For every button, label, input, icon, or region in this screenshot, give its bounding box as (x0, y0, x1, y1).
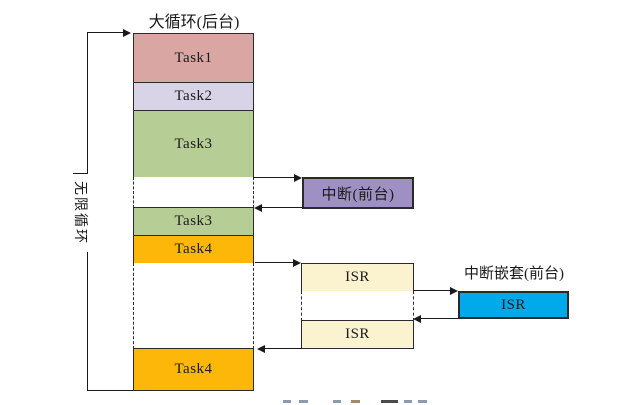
isr-box-2: ISR (301, 320, 414, 349)
task3-resume-box: Task3 (133, 207, 254, 236)
loop-line-top (87, 32, 123, 33)
nested-isr-box: ISR (458, 291, 569, 319)
clipped-caption-fragment (404, 400, 412, 403)
nested-interrupt-title: 中断嵌套(前台) (464, 266, 564, 282)
isr-nesting-gap-dashed (301, 291, 414, 321)
arrow-isr-to-nested-isr (414, 290, 452, 291)
infinite-loop-label: 无限循环 (66, 175, 96, 251)
clipped-caption-fragment (381, 400, 398, 403)
arrow-task3-to-interrupt (254, 177, 296, 178)
clipped-caption-fragment (418, 400, 427, 403)
loop-label-tick-top (73, 173, 88, 174)
isr-gap-dashed (133, 263, 254, 349)
interrupt-gap-dashed (133, 177, 254, 208)
task3-box: Task3 (133, 110, 254, 178)
task4-box: Task4 (133, 235, 254, 264)
arrowhead-right-icon (450, 287, 458, 295)
clipped-caption-fragment (351, 400, 360, 403)
arrowhead-right-icon (294, 174, 302, 182)
loop-line-lower-segment (87, 252, 88, 391)
task2-box: Task2 (133, 82, 254, 111)
arrowhead-right-icon (293, 259, 301, 267)
loop-arrowhead-icon (123, 29, 131, 37)
clipped-caption-fragment (299, 400, 308, 403)
isr-box-1: ISR (301, 263, 414, 292)
loop-line-upper-segment (87, 32, 88, 174)
arrow-task4-to-isr (255, 262, 295, 263)
arrowhead-left-icon (413, 315, 421, 323)
loop-line-bottom (87, 390, 134, 391)
interrupt-foreground-box: 中断(前台) (302, 177, 414, 209)
background-loop-title: 大循环(后台) (148, 14, 240, 31)
clipped-caption-fragment (283, 400, 291, 403)
task4-resume-box: Task4 (133, 348, 254, 391)
arrow-interrupt-return (258, 207, 303, 208)
arrowhead-left-icon (257, 345, 265, 353)
arrow-isr-return-to-task4 (262, 348, 302, 349)
arrow-nested-isr-return (417, 318, 459, 319)
infinite-loop-label-text: 无限循环 (72, 181, 87, 245)
arrowhead-left-icon (254, 204, 262, 212)
task1-box: Task1 (133, 33, 254, 83)
clipped-caption-fragment (333, 400, 341, 403)
